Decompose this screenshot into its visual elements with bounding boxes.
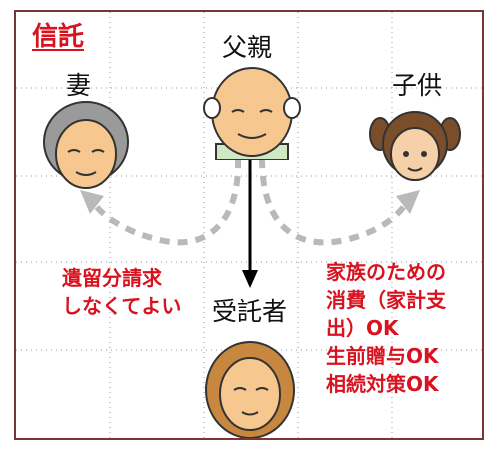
note-child-line: 出）OK bbox=[326, 316, 399, 340]
note-wife-line: しなくてよい bbox=[62, 294, 182, 318]
trustee-figure bbox=[205, 341, 295, 438]
note-wife-line: 遺留分請求 bbox=[62, 266, 162, 290]
label-child: 子供 bbox=[392, 71, 443, 100]
note-child: 家族のための 消費（家計支 出）OK 生前贈与OK 相続対策OK bbox=[326, 258, 446, 398]
child-figure bbox=[369, 111, 461, 181]
father-figure bbox=[203, 67, 301, 160]
label-wife: 妻 bbox=[66, 71, 92, 100]
note-wife: 遺留分請求 しなくてよい bbox=[62, 264, 181, 320]
note-child-line: 相続対策OK bbox=[326, 372, 439, 396]
note-child-line: 家族のための bbox=[326, 260, 446, 284]
label-father: 父親 bbox=[222, 33, 273, 62]
note-child-line: 生前贈与OK bbox=[326, 344, 439, 368]
note-child-line: 消費（家計支 bbox=[326, 288, 446, 312]
diagram-title: 信託 bbox=[32, 22, 85, 52]
label-trustee: 受託者 bbox=[212, 297, 288, 326]
wife-figure bbox=[43, 101, 129, 189]
